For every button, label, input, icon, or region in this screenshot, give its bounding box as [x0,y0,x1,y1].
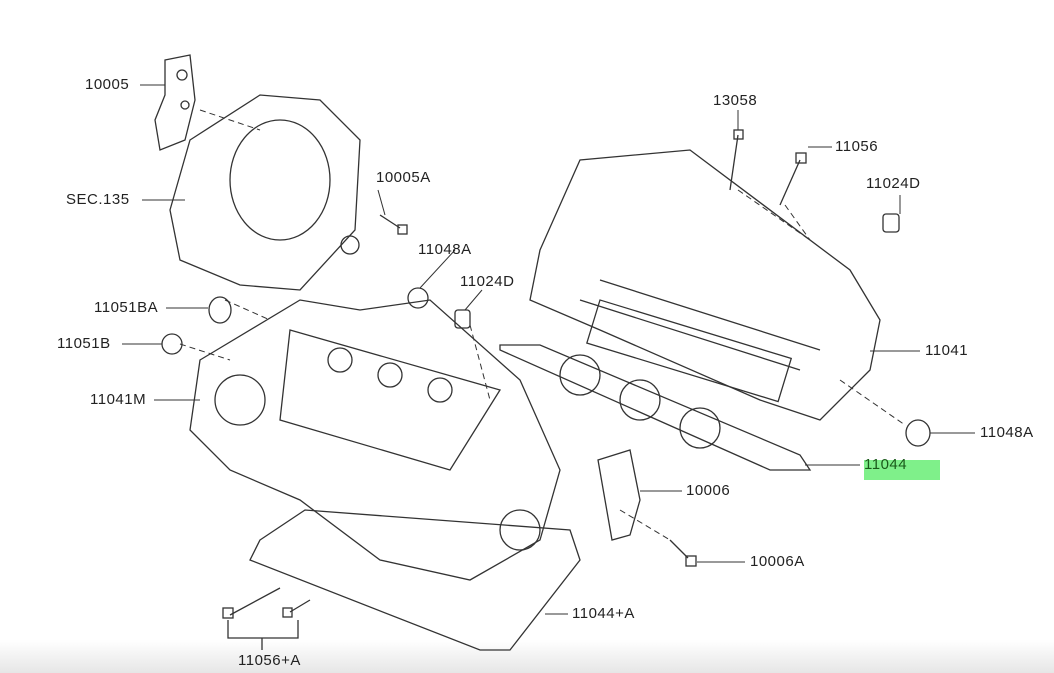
label-13058: 13058 [713,92,758,109]
part-11024D-right [882,213,900,233]
label-11044A: 11044+A [572,605,635,622]
part-lower-gasket [249,509,581,651]
label-11041: 11041 [925,342,969,359]
label-11048A-right: 11048A [980,424,1034,441]
part-head-gasket [499,344,812,471]
label-10005: 10005 [85,76,130,93]
part-11051B [161,333,183,355]
label-10006: 10006 [686,482,731,499]
label-11041M: 11041M [90,391,147,408]
label-11048A-left: 11048A [418,241,472,258]
label-11056A: 11056+A [238,652,301,669]
part-11024D-center [454,309,471,329]
highlight-11044 [864,460,940,480]
label-sec135: SEC.135 [66,191,130,208]
label-11024D-right: 11024D [866,175,921,192]
label-11044[interactable]: 11044 [864,456,908,473]
part-11051BA [208,296,232,324]
label-11024D-center: 11024D [460,273,515,290]
part-10005-bracket [154,54,196,151]
part-10006A-bolt [669,539,689,559]
part-cylinder-block [189,299,561,581]
label-10006A: 10006A [750,553,805,570]
label-10005A: 10005A [376,169,431,186]
part-front-cover [169,94,361,291]
bottom-shade [0,640,1054,673]
part-11048A-right [905,419,931,447]
part-10005A-bolt [379,214,401,229]
part-13058-bolt [729,134,739,191]
label-11056: 11056 [835,138,879,155]
part-cylinder-head [529,149,881,421]
part-11056-bolt [779,159,801,206]
part-11056A-bolts [229,587,311,616]
part-11048A-left [407,287,429,309]
label-11051BA: 11051BA [94,299,159,316]
label-11051B: 11051B [57,335,111,352]
part-10006-bracket [597,449,641,541]
